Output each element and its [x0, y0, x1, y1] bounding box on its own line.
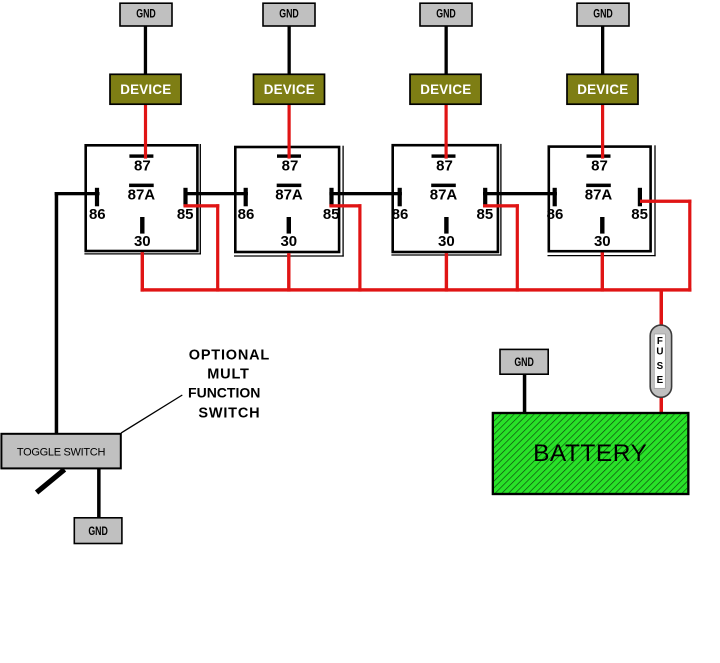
svg-text:BATTERY: BATTERY	[533, 440, 647, 467]
svg-text:SWITCH: SWITCH	[198, 406, 260, 422]
svg-text:30: 30	[134, 233, 151, 250]
svg-text:MULT: MULT	[207, 366, 249, 382]
svg-text:GND: GND	[514, 356, 534, 370]
svg-text:87A: 87A	[275, 187, 303, 204]
svg-text:DEVICE: DEVICE	[577, 82, 628, 97]
svg-text:87A: 87A	[430, 187, 458, 204]
svg-text:F: F	[657, 336, 663, 347]
svg-text:85: 85	[323, 206, 340, 223]
svg-text:GND: GND	[593, 7, 613, 21]
svg-text:87: 87	[282, 158, 299, 175]
svg-text:FUNCTION: FUNCTION	[188, 385, 260, 401]
svg-text:GND: GND	[88, 525, 108, 539]
svg-text:30: 30	[594, 233, 611, 250]
svg-text:30: 30	[280, 233, 297, 250]
svg-text:E: E	[657, 375, 664, 386]
svg-text:86: 86	[89, 206, 106, 223]
svg-text:DEVICE: DEVICE	[420, 82, 471, 97]
svg-text:85: 85	[477, 206, 494, 223]
svg-text:DEVICE: DEVICE	[264, 82, 315, 97]
svg-text:87: 87	[134, 158, 151, 175]
svg-text:GND: GND	[279, 7, 299, 21]
svg-text:85: 85	[177, 206, 194, 223]
svg-text:87: 87	[436, 158, 453, 175]
svg-text:87: 87	[591, 158, 608, 175]
svg-text:DEVICE: DEVICE	[120, 82, 171, 97]
svg-text:86: 86	[238, 206, 255, 223]
svg-text:GND: GND	[436, 7, 456, 21]
svg-text:85: 85	[631, 206, 648, 223]
svg-text:U: U	[656, 347, 663, 358]
svg-text:TOGGLE SWITCH: TOGGLE SWITCH	[17, 446, 106, 458]
svg-text:86: 86	[547, 206, 564, 223]
svg-text:86: 86	[392, 206, 409, 223]
svg-text:87A: 87A	[585, 187, 613, 204]
svg-text:S: S	[657, 361, 664, 372]
svg-text:OPTIONAL: OPTIONAL	[189, 348, 270, 364]
svg-text:GND: GND	[136, 7, 156, 21]
svg-text:30: 30	[438, 233, 455, 250]
svg-text:87A: 87A	[128, 187, 156, 204]
